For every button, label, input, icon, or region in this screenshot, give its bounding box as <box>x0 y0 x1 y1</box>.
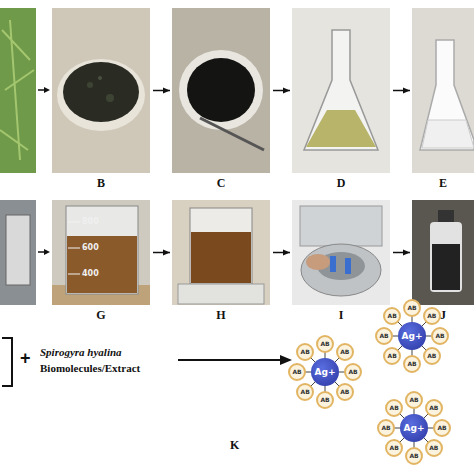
graduation-number: 600 <box>82 243 99 252</box>
biomolecule-cap: AB <box>385 439 403 457</box>
plus-sign: + <box>20 348 31 369</box>
biomolecule-cap: AB <box>316 391 334 409</box>
biomolecule-cap: AB <box>336 343 354 361</box>
photo-step: C <box>172 8 270 173</box>
photo-j <box>412 200 474 305</box>
photo-step: B <box>52 8 150 173</box>
flow-arrow <box>273 90 290 92</box>
photo-e <box>412 8 474 173</box>
step-letter: C <box>172 176 270 191</box>
step-letter: H <box>172 308 270 323</box>
silver-ion: Ag+ <box>311 358 339 386</box>
graduation-number: 400 <box>82 269 99 278</box>
graduation-number: 800 <box>82 217 99 226</box>
biomolecule-cap: AB <box>425 439 443 457</box>
species-name: Spirogyra hyalina <box>40 346 122 358</box>
photo-i <box>292 200 390 305</box>
biomolecule-cap: AB <box>344 363 362 381</box>
biomolecule-cap: AB <box>425 399 443 417</box>
step-letter: E <box>412 176 474 191</box>
flow-arrow <box>38 87 50 93</box>
silver-ion: Ag+ <box>398 322 426 350</box>
biomolecule-cap: AB <box>375 327 393 345</box>
biomolecule-cap: AB <box>296 383 314 401</box>
photo-c <box>172 8 270 173</box>
flow-arrow <box>153 90 170 92</box>
biomolecule-cap: AB <box>403 299 421 317</box>
photo-d <box>292 8 390 173</box>
biomolecule-cap: AB <box>316 335 334 353</box>
biomolecule-cap: AB <box>405 447 423 465</box>
flow-arrow <box>393 90 410 92</box>
silver-ion: Ag+ <box>400 414 428 442</box>
biomolecule-cap: AB <box>288 363 306 381</box>
flow-arrow <box>38 249 50 255</box>
photo-step: G <box>52 200 150 305</box>
biomolecule-cap: AB <box>423 307 441 325</box>
photo-g <box>52 200 150 305</box>
bracket <box>2 338 12 386</box>
step-letter: G <box>52 308 150 323</box>
biomolecule-cap: AB <box>431 327 449 345</box>
photo-h <box>172 200 270 305</box>
step-letter: D <box>292 176 390 191</box>
flow-arrow <box>153 252 170 254</box>
step-letter: B <box>52 176 150 191</box>
photo-b <box>52 8 150 173</box>
flow-arrow <box>393 252 410 254</box>
extract-label: Biomolecules/Extract <box>40 362 140 374</box>
photo-step: D <box>292 8 390 173</box>
photo-step: I <box>292 200 390 305</box>
biomolecule-cap: AB <box>383 347 401 365</box>
photo-step: E <box>412 8 474 173</box>
flow-arrow <box>273 252 290 254</box>
photo-step: H <box>172 200 270 305</box>
biomolecule-cap: AB <box>336 383 354 401</box>
step-letter: J <box>412 308 474 323</box>
biomolecule-cap: AB <box>423 347 441 365</box>
photo-a <box>0 8 36 173</box>
biomolecule-cap: AB <box>377 419 395 437</box>
panel-letter: K <box>230 438 239 453</box>
biomolecule-cap: AB <box>405 391 423 409</box>
photo-step: J <box>412 200 474 305</box>
reaction-arrow <box>178 355 292 365</box>
photo-f <box>0 200 36 305</box>
biomolecule-cap: AB <box>433 419 451 437</box>
biomolecule-cap: AB <box>403 355 421 373</box>
step-letter: I <box>292 308 390 323</box>
